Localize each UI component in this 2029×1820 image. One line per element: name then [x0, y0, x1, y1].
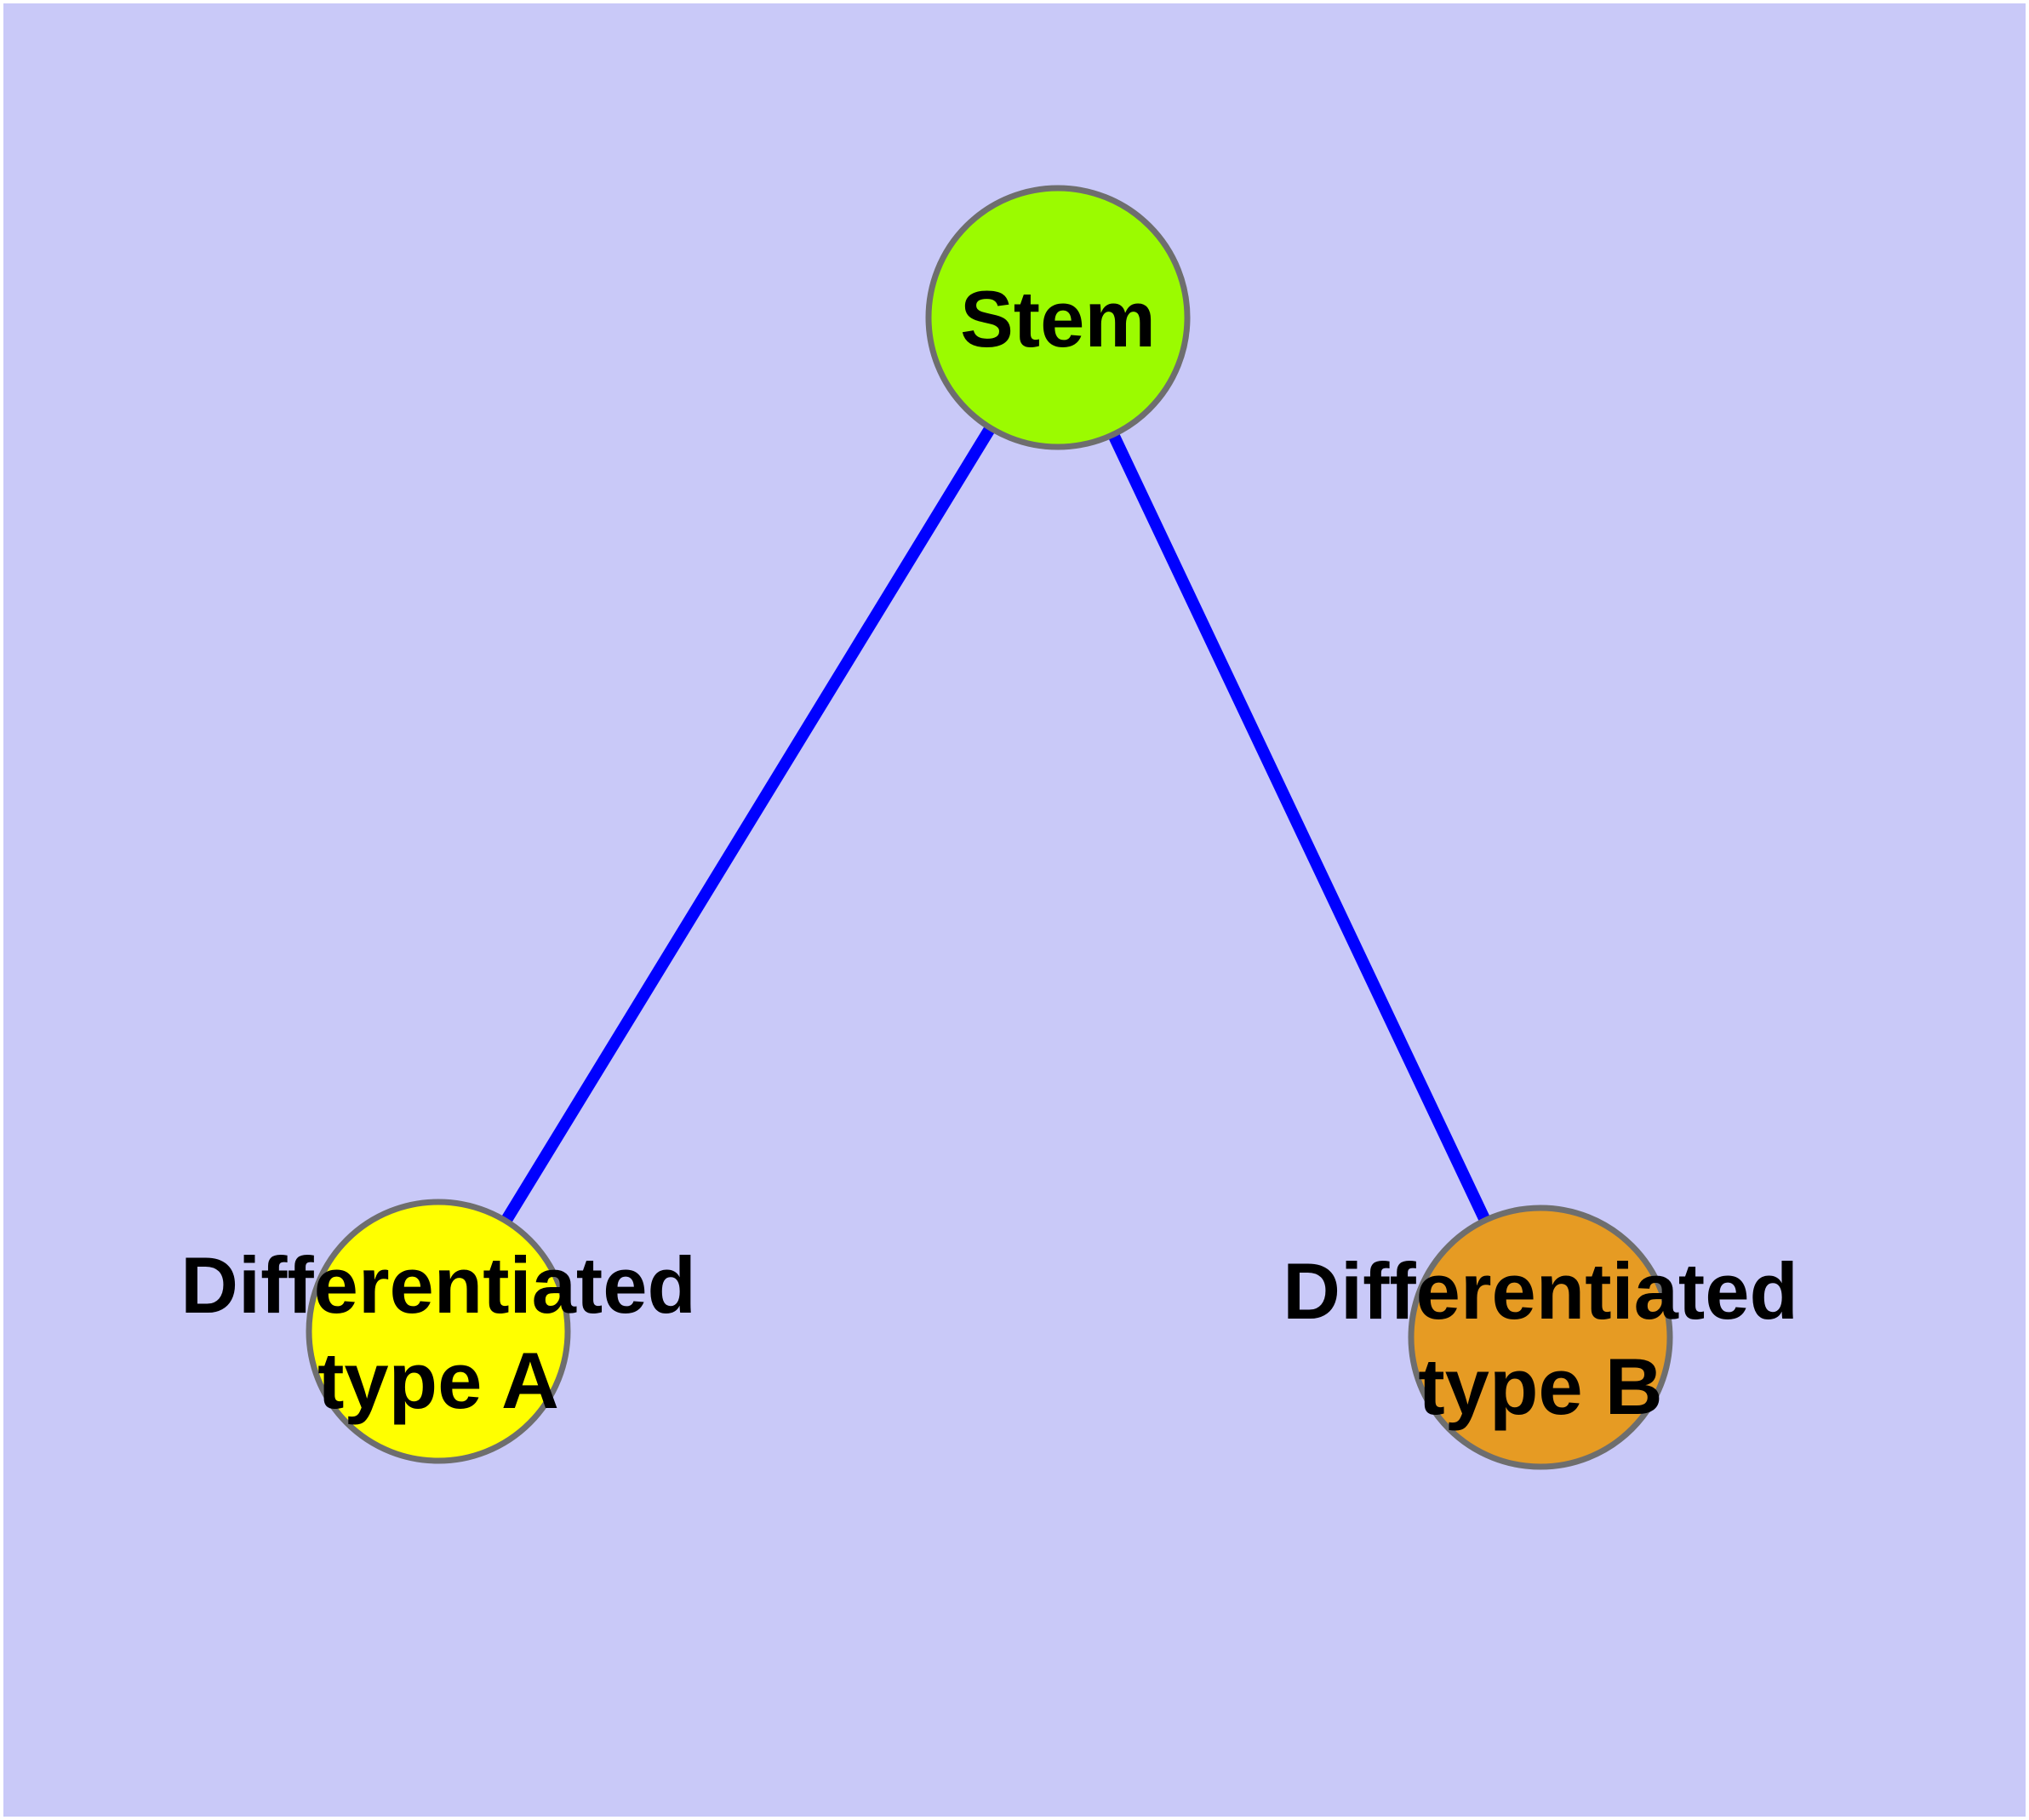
node-stem: Stem	[925, 185, 1191, 450]
node-differentiated-type-a: Differentiated type A	[180, 1199, 696, 1464]
node-type-b-circle	[1408, 1205, 1673, 1470]
node-type-a-label-line2: type A	[317, 1336, 559, 1425]
edge-stem-to-type-a	[433, 314, 1063, 1335]
node-stem-label: Stem	[960, 274, 1156, 363]
node-type-b-label-line1: Differentiated	[1283, 1246, 1798, 1336]
node-differentiated-type-b: Differentiated type B	[1283, 1205, 1798, 1470]
node-type-a-circle	[306, 1199, 571, 1464]
node-stem-circle	[925, 185, 1191, 450]
edge-stem-to-type-b	[1052, 315, 1546, 1340]
node-type-b-label-line2: type B	[1418, 1342, 1662, 1431]
node-type-a-label-line1: Differentiated	[180, 1240, 696, 1330]
